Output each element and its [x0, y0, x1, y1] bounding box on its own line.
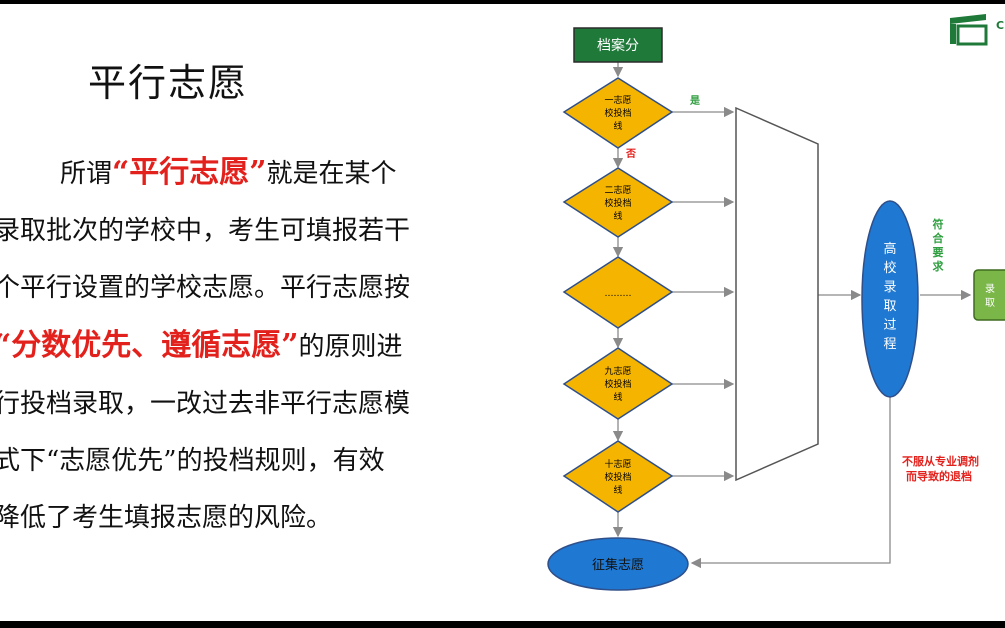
choice-1-line-1: 一志愿 — [604, 94, 631, 106]
score-priority-highlight: “分数优先、遵循志愿” — [0, 328, 299, 363]
process-char-5: 过 — [883, 318, 896, 333]
line1-post-text: 就是在某个 — [266, 159, 397, 189]
paragraph-line-3: 个平行设置的学校志愿。平行志愿按 — [0, 273, 411, 303]
choice-10-line-1: 十志愿 — [604, 458, 631, 470]
parallel-volunteer-highlight: “平行志愿” — [112, 155, 267, 190]
reject-line-1: 不服从专业调剂 — [902, 454, 979, 468]
choice-1-diamond — [562, 77, 674, 149]
choice-9-line-1: 九志愿 — [604, 365, 631, 377]
process-char-4: 取 — [883, 299, 896, 314]
choice-middle-diamond — [562, 256, 674, 329]
choice-1-line-3: 线 — [613, 120, 622, 132]
publisher-logo: C — [948, 12, 1005, 50]
slide: 平行志愿 所谓“平行志愿”就是在某个 录取批次的学校中，考生可填报若干 个平行设… — [0, 4, 1005, 621]
admission-flowchart: 档案分 一志愿 校投档 线 二志愿 校投档 线 ……… 九志愿 校投档 线 十志… — [547, 27, 1005, 591]
paragraph-line-6: 式下“志愿优先”的投档规则，有效 — [0, 446, 385, 476]
choice-1-line-2: 校投档 — [604, 107, 631, 119]
merge-funnel — [735, 106, 819, 482]
choice-9-line-2: 校投档 — [604, 378, 631, 390]
choice-2-line-2: 校投档 — [604, 197, 631, 209]
choice-2-diamond — [562, 167, 674, 238]
process-char-6: 程 — [883, 337, 896, 352]
reject-line-2: 而导致的退档 — [906, 469, 972, 483]
process-char-2: 校 — [883, 260, 896, 276]
slide-title: 平行志愿 — [88, 61, 249, 105]
choice-10-line-2: 校投档 — [604, 471, 631, 483]
paragraph-line-1: 所谓“平行志愿”就是在某个 — [0, 144, 554, 203]
choice-9-diamond — [562, 347, 674, 420]
admit-char-2: 取 — [985, 297, 995, 309]
book-logo-icon: C — [950, 14, 1004, 46]
choice-10-diamond — [562, 440, 674, 513]
admission-process-ellipse — [861, 200, 919, 398]
start-box — [573, 27, 663, 63]
admit-char-1: 录 — [985, 283, 995, 295]
flowchart-connectors — [612, 62, 972, 569]
paragraph-line-5: 行投档录取，一改过去非平行志愿模 — [0, 389, 411, 419]
paragraph-line-4: “分数优先、遵循志愿”的原则进 — [0, 317, 554, 376]
collect-volunteer-ellipse — [547, 537, 689, 591]
choice-2-line-3: 线 — [613, 210, 622, 222]
meets-req-char-3: 要 — [933, 246, 944, 259]
slide-paragraph: 所谓“平行志愿”就是在某个 录取批次的学校中，考生可填报若干 个平行设置的学校志… — [0, 144, 554, 547]
choice-10-line-3: 线 — [613, 484, 622, 496]
meets-req-char-2: 合 — [933, 231, 945, 245]
yes-label: 是 — [689, 95, 700, 107]
line1-pre-text: 所谓 — [60, 159, 113, 189]
choice-9-line-3: 线 — [613, 391, 622, 403]
paragraph-line-2: 录取批次的学校中，考生可填报若干 — [0, 216, 411, 246]
line4-post-text: 的原则进 — [298, 332, 403, 362]
paragraph-line-7: 降低了考生填报志愿的风险。 — [0, 503, 333, 533]
process-char-1: 高 — [883, 241, 896, 257]
meets-req-char-4: 求 — [933, 259, 945, 273]
start-box-label: 档案分 — [597, 37, 639, 54]
logo-text: C — [996, 19, 1004, 32]
admit-box — [973, 269, 1005, 321]
choice-2-line-1: 二志愿 — [604, 184, 631, 196]
meets-req-char-1: 符 — [933, 217, 944, 231]
process-char-3: 录 — [883, 280, 896, 295]
no-label: 否 — [625, 148, 636, 160]
choice-middle-ellipsis: ……… — [605, 289, 632, 299]
collect-volunteer-label: 征集志愿 — [592, 557, 644, 573]
